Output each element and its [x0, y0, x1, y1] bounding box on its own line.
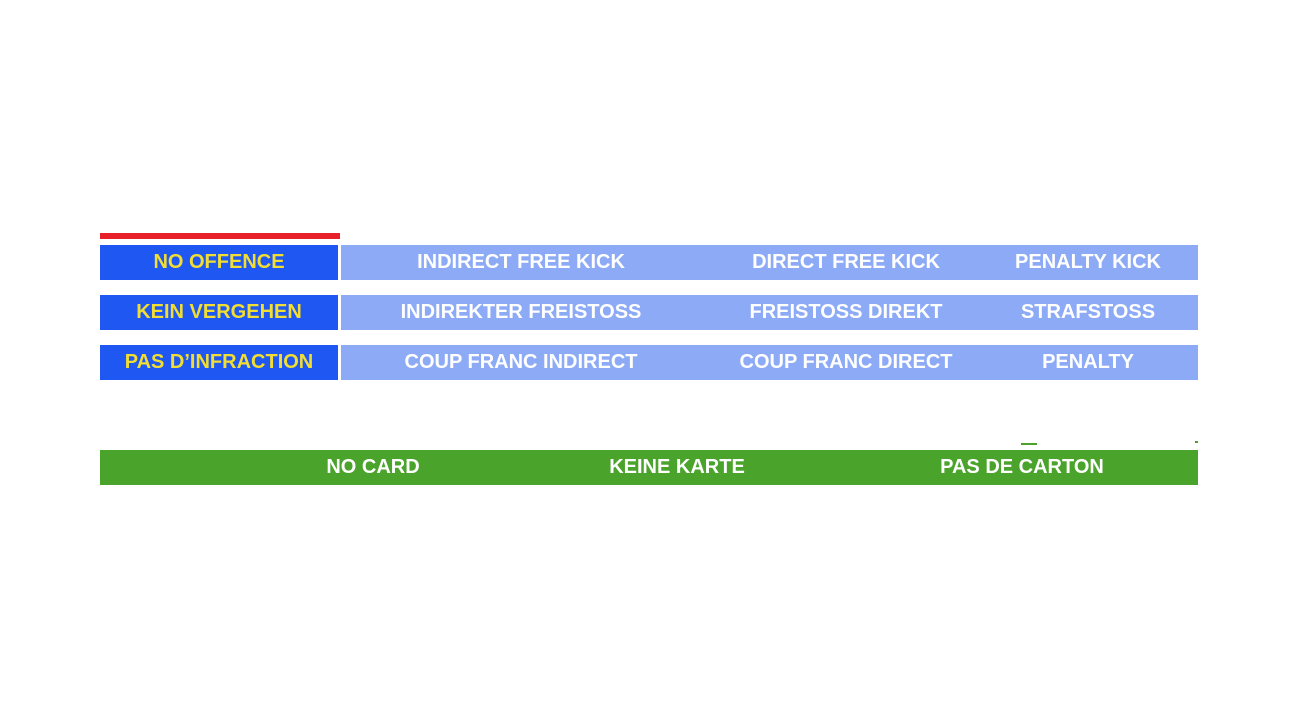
no-offence-cell-french: PAS D’INFRACTION: [100, 345, 338, 380]
no-card-label-english: NO CARD: [326, 456, 420, 478]
sanction-bar-french: COUP FRANC INDIRECT COUP FRANC DIRECT PE…: [341, 345, 1198, 380]
no-offence-label-french: PAS D’INFRACTION: [124, 351, 314, 373]
sanction-label-penalty-german: STRAFSTOSS: [1020, 301, 1156, 323]
offence-row-german: KEIN VERGEHEN INDIREKTER FREISTOSS FREIS…: [100, 295, 1198, 330]
no-card-bar: NO CARD KEINE KARTE PAS DE CARTON: [100, 450, 1198, 485]
sanction-label-indirect-french: COUP FRANC INDIRECT: [404, 351, 638, 373]
no-offence-cell-german: KEIN VERGEHEN: [100, 295, 338, 330]
sanction-label-direct-german: FREISTOSS DIREKT: [749, 301, 943, 323]
offence-row-french: PAS D’INFRACTION COUP FRANC INDIRECT COU…: [100, 345, 1198, 380]
sanction-label-penalty-english: PENALTY KICK: [1015, 251, 1161, 273]
offence-row-english: NO OFFENCE INDIRECT FREE KICK DIRECT FRE…: [100, 245, 1198, 280]
green-artifact-dot: [1195, 441, 1198, 443]
no-offence-label-english: NO OFFENCE: [153, 251, 285, 273]
sanction-label-indirect-english: INDIRECT FREE KICK: [417, 251, 625, 273]
sanction-label-direct-french: COUP FRANC DIRECT: [739, 351, 953, 373]
sanction-label-penalty-french: PENALTY: [1042, 351, 1134, 373]
no-offence-cell-english: NO OFFENCE: [100, 245, 338, 280]
no-offence-label-german: KEIN VERGEHEN: [136, 301, 302, 323]
no-card-label-french: PAS DE CARTON: [940, 456, 1104, 478]
sanction-label-direct-english: DIRECT FREE KICK: [752, 251, 940, 273]
sanction-bar-english: INDIRECT FREE KICK DIRECT FREE KICK PENA…: [341, 245, 1198, 280]
sanction-label-indirect-german: INDIREKTER FREISTOSS: [400, 301, 642, 323]
red-accent-line: [100, 233, 340, 239]
green-artifact-line: [1021, 443, 1037, 445]
no-card-label-german: KEINE KARTE: [609, 456, 745, 478]
sanction-bar-german: INDIREKTER FREISTOSS FREISTOSS DIREKT ST…: [341, 295, 1198, 330]
